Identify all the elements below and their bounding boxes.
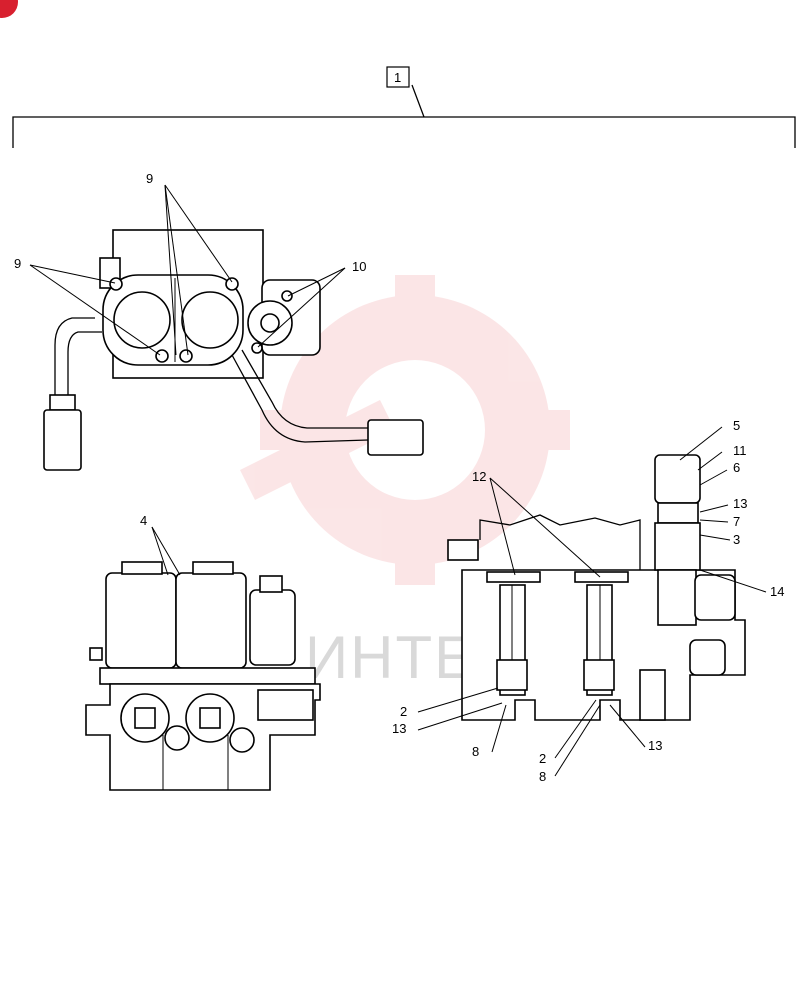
callout-10: 10 xyxy=(352,259,366,274)
callout-3: 3 xyxy=(733,532,740,547)
callout-4: 4 xyxy=(140,513,147,528)
callout-12: 12 xyxy=(472,469,486,484)
leaders-top xyxy=(29,184,346,356)
callout-5: 5 xyxy=(733,418,740,433)
corner-badge xyxy=(0,0,18,18)
valve-section-view xyxy=(447,454,746,721)
leaders-section xyxy=(417,426,767,777)
callout-2-right: 2 xyxy=(539,751,546,766)
callout-13-left: 13 xyxy=(392,721,406,736)
assembly-bracket: 1 xyxy=(12,66,796,148)
callout-2-left: 2 xyxy=(400,704,407,719)
callout-6: 6 xyxy=(733,460,740,475)
callout-9-left: 9 xyxy=(14,256,21,271)
callout-7: 7 xyxy=(733,514,740,529)
callout-8-right: 8 xyxy=(539,769,546,784)
valve-front-view xyxy=(85,561,321,791)
valve-top-view xyxy=(43,229,424,471)
callout-14: 14 xyxy=(770,584,784,599)
callout-13-bottom: 13 xyxy=(648,738,662,753)
callout-11: 11 xyxy=(733,443,747,458)
callout-8-left: 8 xyxy=(472,744,479,759)
callout-1: 1 xyxy=(394,70,401,85)
leaders-4 xyxy=(151,526,181,576)
callout-13-right: 13 xyxy=(733,496,747,511)
callout-9-top: 9 xyxy=(146,171,153,186)
